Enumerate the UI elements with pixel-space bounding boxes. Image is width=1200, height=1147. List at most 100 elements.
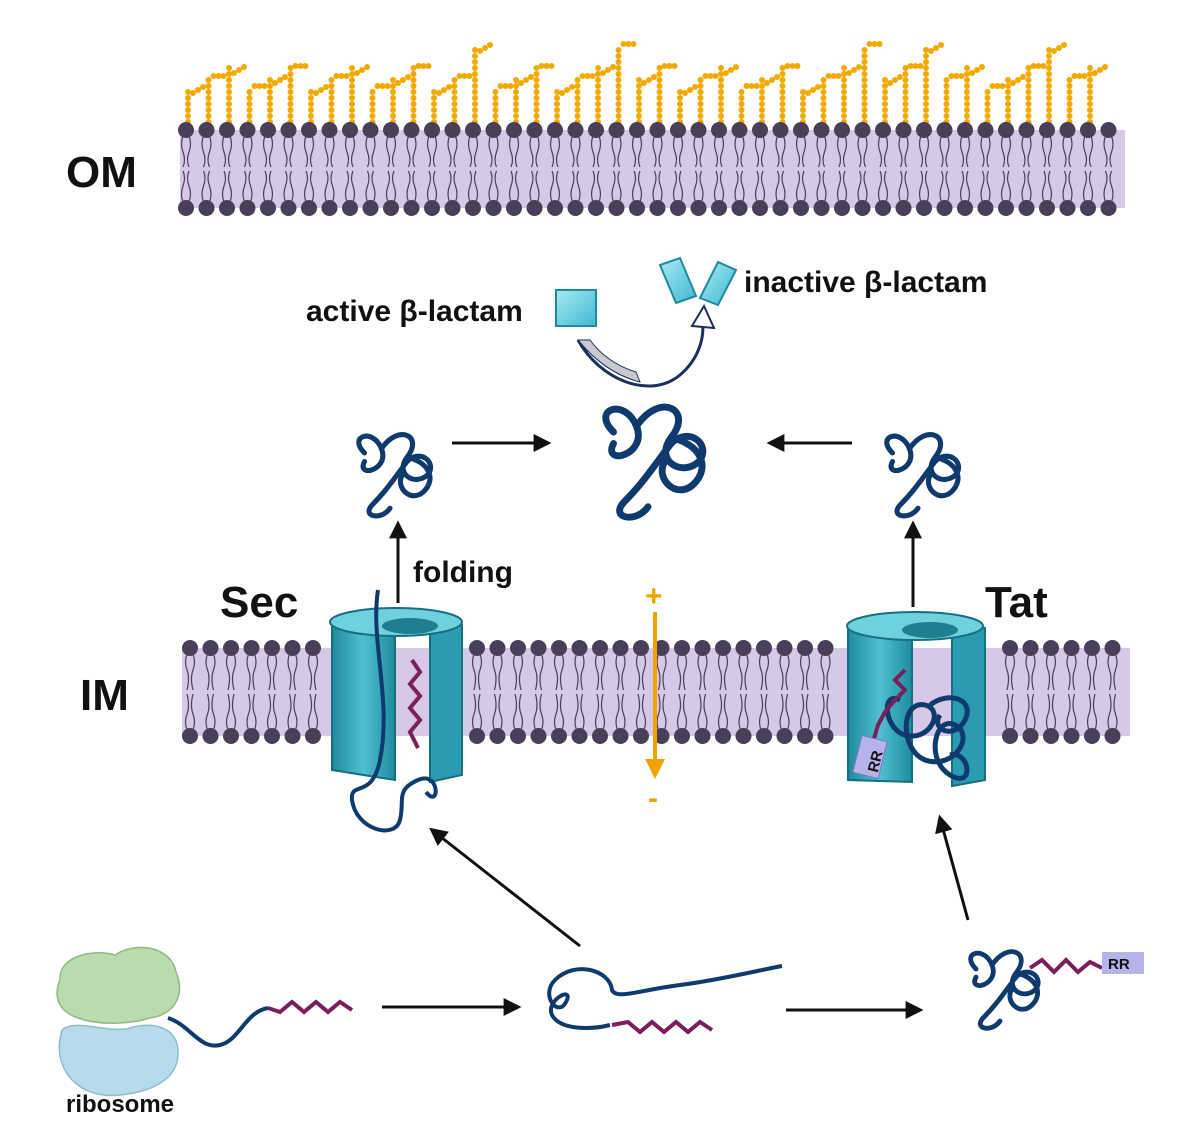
- lipid-tail: [693, 170, 704, 203]
- lipid-head: [957, 200, 973, 216]
- lps-bead: [964, 83, 970, 89]
- tat-precursor-rr-tag: [1102, 952, 1144, 974]
- lps-bead: [902, 71, 909, 77]
- lps-bead: [656, 65, 663, 71]
- lps-bead: [718, 77, 724, 83]
- ribosome-small-subunit: [58, 1024, 179, 1097]
- lipid-head: [489, 728, 506, 744]
- lipid-head: [469, 728, 485, 744]
- lipid-tail: [1086, 653, 1098, 691]
- lps-bead: [1010, 80, 1016, 86]
- lps-bead: [349, 77, 355, 83]
- lps-bead: [1035, 63, 1042, 69]
- lipid-tail: [980, 170, 991, 203]
- lps-bead: [943, 95, 950, 101]
- ribosome-large-subunit: [56, 946, 181, 1025]
- lps-bead: [636, 113, 642, 119]
- lps-bead: [882, 89, 888, 95]
- lipid-tail: [775, 170, 786, 203]
- lps-bead: [1025, 77, 1032, 83]
- lipid-tail: [492, 653, 503, 691]
- lps-bead: [964, 65, 970, 71]
- lipid-tail: [615, 653, 626, 691]
- lps-bead: [764, 80, 770, 86]
- lps-bead: [984, 89, 991, 95]
- lps-bead: [615, 101, 622, 107]
- lps-bead: [369, 101, 376, 107]
- lps-bead: [246, 113, 253, 119]
- lps-bead: [615, 95, 622, 101]
- lps-bead: [533, 95, 540, 101]
- lps-bead: [390, 89, 396, 95]
- lps-bead: [902, 83, 909, 89]
- lps-bead: [410, 71, 417, 77]
- lipid-head: [530, 640, 547, 656]
- lipid-tail: [344, 170, 356, 203]
- lipid-head: [998, 200, 1014, 216]
- lps-bead: [297, 63, 304, 69]
- lps-bead: [226, 113, 232, 119]
- lps-bead: [185, 113, 191, 119]
- lps-bead: [861, 113, 868, 119]
- lipid-head: [571, 728, 588, 744]
- lipid-head: [957, 122, 973, 138]
- lps-bead: [256, 83, 263, 89]
- lps-bead: [241, 64, 247, 70]
- lipid-head: [711, 122, 727, 138]
- lps-bead: [246, 89, 253, 95]
- lps-bead: [369, 107, 376, 113]
- lipid-tail: [549, 135, 561, 168]
- lipid-tail: [676, 653, 688, 691]
- lipid-head: [444, 122, 461, 138]
- lps-bead: [226, 101, 232, 107]
- lipid-head: [1059, 200, 1076, 216]
- lps-bead: [200, 84, 206, 90]
- lps-bead: [369, 89, 376, 95]
- nascent-signal-peptide: [267, 999, 354, 1015]
- lps-bead: [800, 107, 806, 113]
- lipid-head: [1043, 640, 1059, 656]
- lps-bead: [677, 107, 683, 113]
- lps-bead: [513, 101, 519, 107]
- lipid-head: [383, 200, 399, 216]
- lps-bead: [554, 113, 560, 119]
- lps-bead: [267, 89, 273, 95]
- lipid-tail: [918, 135, 930, 168]
- lipid-head: [202, 640, 219, 656]
- lps-bead: [656, 77, 663, 83]
- lps-bead: [759, 101, 765, 107]
- lps-bead: [789, 63, 796, 69]
- lipid-head: [547, 122, 563, 138]
- lps-bead: [702, 73, 709, 79]
- folded-protein-left-chain: [356, 432, 433, 519]
- lps-bead: [615, 59, 622, 65]
- lps-bead: [615, 53, 622, 59]
- tat-translocon: RR: [846, 611, 986, 788]
- lps-bead: [1005, 113, 1011, 119]
- lipid-tail: [488, 170, 499, 203]
- lps-bead: [410, 101, 417, 107]
- lipid-head: [752, 122, 768, 138]
- lps-bead: [677, 101, 683, 107]
- hydrolysis-arrow-head: [690, 303, 716, 330]
- lps-bead: [687, 87, 693, 93]
- lps-bead: [1087, 95, 1093, 101]
- sec-translocon: [329, 589, 463, 833]
- lipid-head: [510, 640, 526, 656]
- lps-bead: [779, 71, 786, 77]
- lipid-head: [444, 200, 461, 216]
- lps-bead: [718, 107, 724, 113]
- lps-bead: [436, 90, 442, 96]
- lps-bead: [461, 73, 468, 79]
- lps-bead: [410, 113, 417, 119]
- lps-bead: [861, 77, 868, 83]
- lps-bead: [923, 101, 929, 107]
- lps-bead: [1102, 64, 1108, 70]
- ribosome-label: ribosome: [66, 1091, 174, 1118]
- lps-bead: [395, 80, 401, 86]
- lipid-tail: [939, 170, 950, 203]
- lps-bead: [492, 89, 499, 95]
- lps-bead: [267, 77, 273, 83]
- lps-bead: [390, 107, 396, 113]
- lps-bead: [841, 77, 847, 83]
